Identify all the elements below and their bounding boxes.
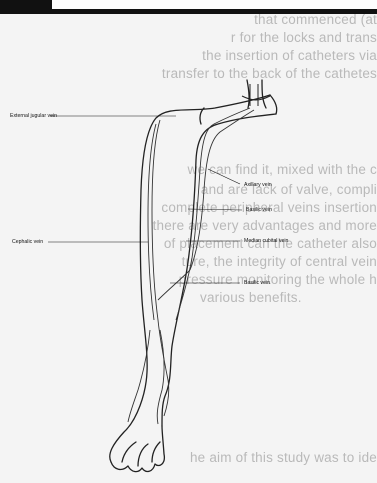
arm-outline [110,80,277,472]
basilic-vein-path [176,108,250,320]
leader-basilic-upper [188,209,242,210]
label-external-jugular-vein: External jugular vein [10,113,57,119]
median-cubital-vein-path [158,270,190,300]
label-basilic-vein-upper: Basilic vein [246,207,272,213]
axillary-vein-path [190,110,254,270]
label-basilic-vein-lower: Basilic vein [244,280,270,286]
label-median-cubital-vein: Median cubital vein [244,238,288,244]
cephalic-vein-path [152,120,169,416]
jugular-vessel [242,84,270,106]
leader-axillary [208,169,240,184]
label-axillary-vein: Axillary vein [244,182,272,188]
label-cephalic-vein: Cephalic vein [12,239,43,245]
